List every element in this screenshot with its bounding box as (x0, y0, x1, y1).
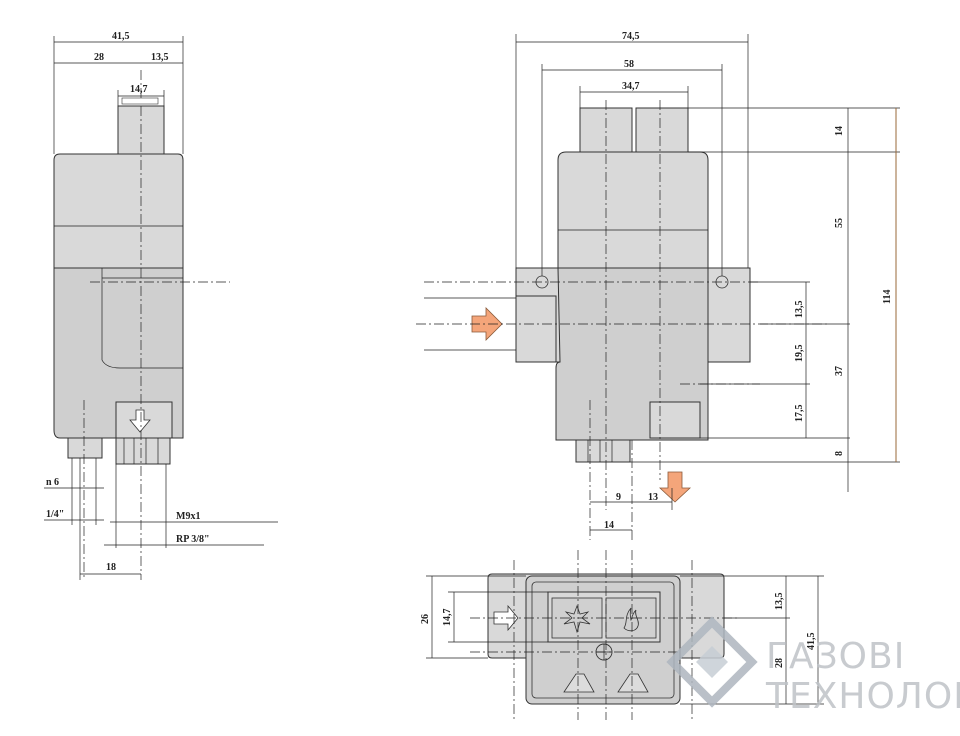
dim-front-58: 58 (624, 59, 634, 70)
triangle-icon-right (617, 673, 649, 693)
top-view: 26 14,7 13,5 28 41,5 (420, 550, 824, 720)
down-arrow-icon (129, 409, 151, 433)
dim-front-14-top: 14 (834, 126, 845, 136)
dim-front-13-5: 13,5 (794, 301, 805, 319)
dim-front-74-5: 74,5 (622, 31, 640, 42)
dim-front-37: 37 (834, 366, 845, 376)
dim-top-26: 26 (420, 614, 431, 624)
dim-18: 18 (106, 562, 116, 573)
dim-front-9: 9 (616, 492, 621, 503)
triangle-icon-left (563, 673, 595, 693)
front-inlet (515, 295, 557, 363)
side-head (53, 153, 184, 269)
dim-quarter: 1/4" (46, 509, 64, 520)
front-view: 74,5 58 34,7 14 55 114 13,5 19,5 37 17,5… (416, 31, 900, 540)
dim-front-13: 13 (648, 492, 658, 503)
dim-front-114: 114 (882, 290, 893, 304)
side-fitting-right (115, 437, 171, 465)
dim-front-19-5: 19,5 (794, 345, 805, 363)
side-fitting-left (67, 437, 103, 459)
brand-watermark: ГАЗОВІ ТЕХНОЛОГІЇ (666, 616, 960, 717)
dim-top-13-5: 13,5 (774, 593, 785, 611)
dim-front-14-bottom: 14 (604, 520, 614, 531)
flame-button[interactable] (605, 597, 657, 639)
front-fittings (575, 439, 631, 463)
brand-line-1: ГАЗОВІ (766, 636, 905, 677)
front-head (557, 151, 709, 269)
dim-front-8: 8 (834, 451, 845, 456)
front-outlet (649, 401, 701, 439)
spark-icon (563, 604, 591, 634)
inlet-flow-arrow-icon (471, 307, 503, 341)
dim-front-17-5: 17,5 (794, 405, 805, 423)
dim-top-28: 28 (774, 658, 785, 668)
outlet-flow-arrow-icon (658, 471, 692, 503)
dim-side-14-7: 14,7 (130, 84, 148, 95)
dim-side-13-5: 13,5 (151, 52, 169, 63)
dim-top-14-7: 14,7 (442, 609, 453, 627)
brand-logo-icon (666, 616, 758, 708)
side-arrow-box (115, 401, 173, 439)
dim-front-34-7: 34,7 (622, 81, 640, 92)
brand-line-2: ТЕХНОЛОГІЇ (765, 675, 960, 717)
dim-n6: n 6 (46, 477, 59, 488)
front-connector-right (635, 107, 689, 155)
dim-front-55: 55 (834, 218, 845, 228)
dim-rp: RP 3/8" (176, 534, 210, 545)
dim-side-width: 41,5 (112, 31, 130, 42)
dim-m9: M9x1 (176, 511, 200, 522)
dim-side-28: 28 (94, 52, 104, 63)
side-view: 41,5 28 13,5 14,7 n 6 1/4" M9x1 RP 3/8" … (44, 31, 278, 580)
dim-top-41-5: 41,5 (806, 633, 817, 651)
